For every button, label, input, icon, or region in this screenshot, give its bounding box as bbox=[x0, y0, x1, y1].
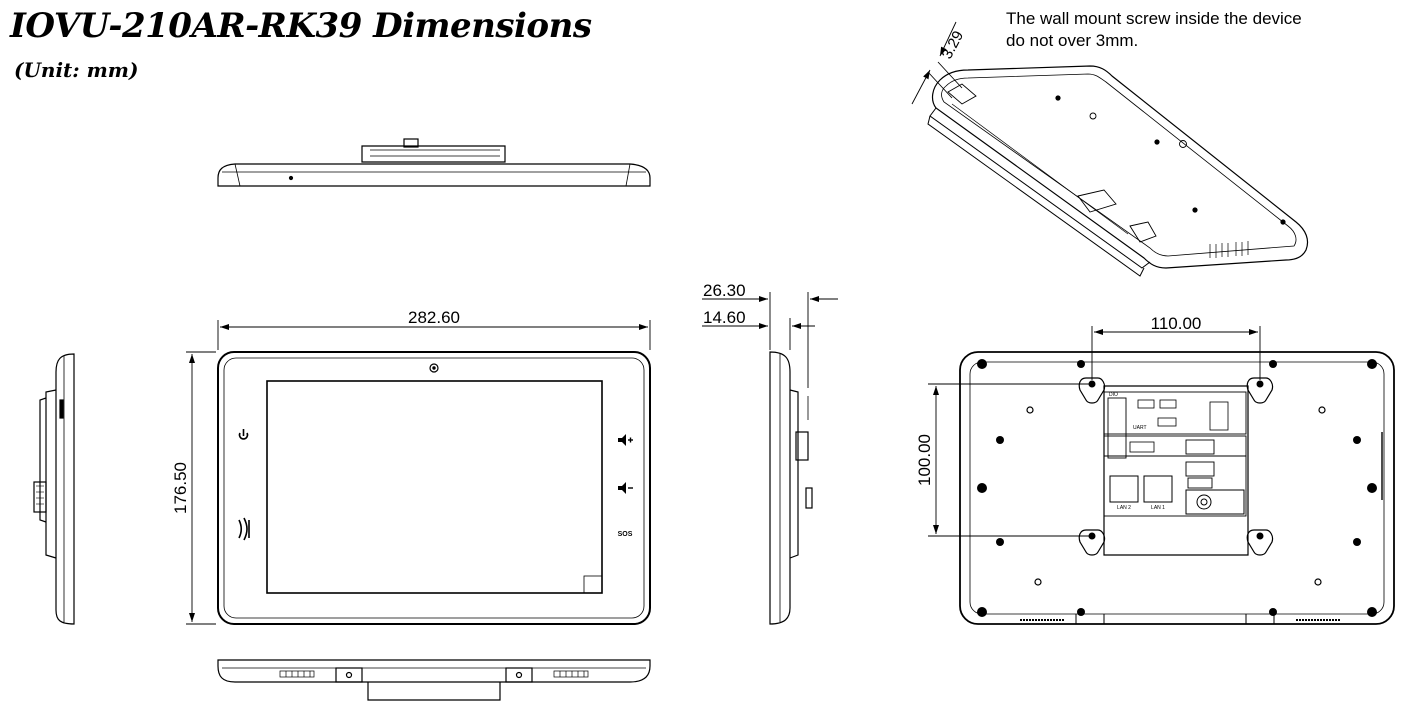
rear-lan1-label: LAN 1 bbox=[1151, 505, 1165, 511]
width-dimension-value: 282.60 bbox=[408, 308, 460, 327]
screw-depth-dimension bbox=[911, 21, 963, 105]
unit-label: (Unit: mm) bbox=[14, 58, 139, 82]
wall-mount-note-line-1: The wall mount screw inside the device bbox=[1006, 9, 1302, 28]
front-view bbox=[217, 351, 651, 625]
vesa-horizontal-value: 110.00 bbox=[1151, 314, 1202, 333]
power-icon bbox=[238, 429, 249, 440]
depth-dimensions bbox=[702, 292, 838, 388]
right-side-view bbox=[769, 351, 813, 625]
depth-total-value: 26.30 bbox=[703, 281, 746, 300]
height-dimension bbox=[186, 351, 216, 625]
vesa-vertical-value: 100.00 bbox=[915, 434, 934, 486]
rear-dio-label: DIO bbox=[1109, 392, 1118, 398]
top-view bbox=[217, 138, 651, 187]
wall-mount-note-line-2: do not over 3mm. bbox=[1006, 31, 1139, 50]
sos-button-label: SOS bbox=[618, 531, 633, 538]
nfc-icon bbox=[238, 517, 250, 541]
rear-uart-label: UART bbox=[1133, 425, 1147, 431]
vesa-vertical-dimension bbox=[928, 383, 1090, 537]
screw-depth-value: 3.29 bbox=[939, 28, 968, 62]
width-dimension bbox=[217, 320, 651, 350]
wall-mount-note: The wall mount screw inside the device d… bbox=[1006, 8, 1406, 52]
volume-up-icon bbox=[618, 434, 633, 446]
rear-lan2-label: LAN 2 bbox=[1117, 505, 1131, 511]
rear-view bbox=[959, 351, 1395, 625]
bottom-view bbox=[217, 659, 651, 701]
depth-body-value: 14.60 bbox=[703, 308, 746, 327]
volume-down-icon bbox=[618, 482, 633, 494]
vesa-horizontal-dimension bbox=[1091, 326, 1261, 380]
isometric-rear-view bbox=[927, 65, 1309, 277]
height-dimension-value: 176.50 bbox=[171, 462, 190, 514]
page-title: IOVU-210AR-RK39 Dimensions bbox=[10, 6, 592, 46]
left-side-view bbox=[33, 353, 75, 625]
